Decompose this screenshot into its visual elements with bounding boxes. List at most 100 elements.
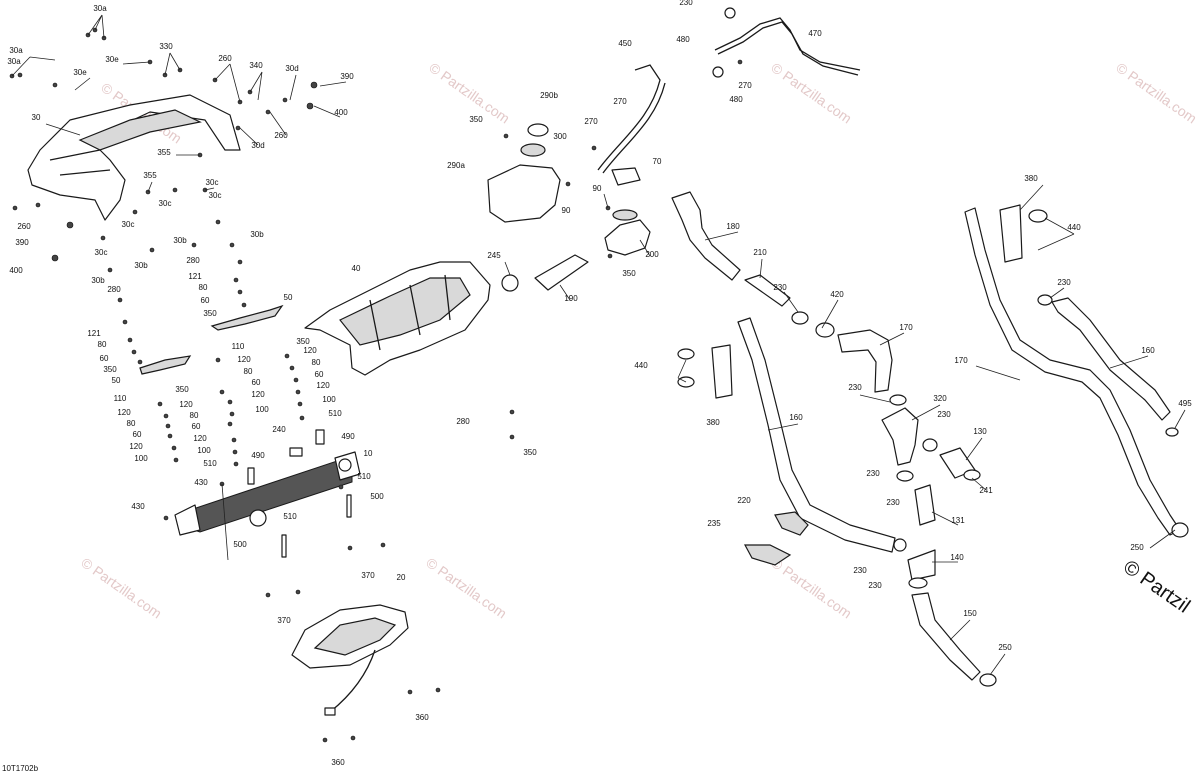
callout-label: 120: [303, 346, 317, 355]
callout-label: 50: [112, 376, 121, 385]
callout-label: 120: [251, 390, 265, 399]
callout-label: 350: [622, 269, 636, 278]
callout-label: 160: [1141, 346, 1155, 355]
callout-label: 210: [753, 248, 767, 257]
callout-label: 200: [645, 250, 659, 259]
callout-label: 390: [340, 72, 354, 81]
callout-label: 30d: [285, 64, 298, 73]
callout-label: 140: [950, 553, 964, 562]
callout-label: 245: [487, 251, 501, 260]
callout-label: 220: [737, 496, 751, 505]
callout-label: 120: [117, 408, 131, 417]
callout-label: 80: [312, 358, 321, 367]
callout-label: 230: [1057, 278, 1071, 287]
rod-470: [712, 7, 861, 78]
heat-exchanger-10: [174, 451, 361, 536]
callout-label: 230: [868, 581, 882, 590]
housing-200: [604, 167, 651, 256]
callout-label: 510: [283, 512, 297, 521]
callout-label: 80: [244, 367, 253, 376]
callout-label: 510: [203, 459, 217, 468]
callout-label: 340: [249, 61, 263, 70]
lower-cover-20: [291, 604, 409, 716]
callout-label: 120: [129, 442, 143, 451]
console-panel-30: [27, 94, 241, 221]
callout-label: 360: [415, 713, 429, 722]
callout-label: 350: [103, 365, 117, 374]
callout-label: 230: [886, 498, 900, 507]
callout-label: 250: [1130, 543, 1144, 552]
lower-hoses: [893, 484, 997, 687]
duct-40: [304, 261, 491, 376]
callout-label: 80: [199, 283, 208, 292]
callout-label: 80: [190, 411, 199, 420]
callout-label: 30c: [159, 199, 172, 208]
callout-label: 495: [1178, 399, 1192, 408]
callout-label: 90: [562, 206, 571, 215]
callout-label: 350: [203, 309, 217, 318]
callout-label: 30c: [206, 178, 219, 187]
brackets-220-235: [743, 511, 809, 566]
callout-label: 350: [175, 385, 189, 394]
callout-label: 30c: [209, 191, 222, 200]
callout-label: 490: [251, 451, 265, 460]
callout-label: 400: [334, 108, 348, 117]
callout-label: 230: [853, 566, 867, 575]
sleeve-380: [677, 344, 733, 399]
callout-label: 510: [357, 472, 371, 481]
callout-label: 480: [676, 35, 690, 44]
callout-label: 30b: [91, 276, 105, 285]
callout-label: 270: [613, 97, 627, 106]
corner-watermark: © Partzil: [1119, 556, 1194, 618]
callout-label: 60: [201, 296, 210, 305]
callout-label: 230: [679, 0, 693, 7]
callout-label: 30b: [173, 236, 187, 245]
callout-label: 230: [937, 410, 951, 419]
callout-label: 400: [9, 266, 23, 275]
callout-label: 280: [107, 285, 121, 294]
callout-label: 20: [397, 573, 406, 582]
callout-label: 60: [252, 378, 261, 387]
callout-label: 230: [866, 469, 880, 478]
callout-label: 500: [370, 492, 384, 501]
callout-label: 230: [848, 383, 862, 392]
callout-label: 100: [255, 405, 269, 414]
callout-label: 30b: [250, 230, 264, 239]
callout-label: 110: [114, 394, 127, 403]
tank-290a: [487, 123, 561, 223]
callout-label: 60: [100, 354, 109, 363]
callout-label: 60: [133, 430, 142, 439]
callout-label: 30b: [134, 261, 148, 270]
callout-label: 290a: [447, 161, 465, 170]
callout-label: 430: [194, 478, 208, 487]
callout-label: 330: [159, 42, 173, 51]
callout-label: 30e: [73, 68, 87, 77]
callout-label: 370: [277, 616, 291, 625]
thermostat-320: [881, 394, 981, 482]
watermark: © Partzilla.com: [768, 59, 854, 126]
callout-label: 121: [188, 272, 202, 281]
callout-label: 121: [87, 329, 101, 338]
callout-label: 30c: [95, 248, 108, 257]
callout-label: 40: [352, 264, 361, 273]
callout-label: 180: [726, 222, 740, 231]
callout-label: 500: [233, 540, 247, 549]
callout-label: 440: [1067, 223, 1081, 232]
callout-label: 480: [729, 95, 743, 104]
callout-label: 230: [773, 283, 787, 292]
callout-label: 300: [553, 132, 567, 141]
callout-label: 80: [127, 419, 136, 428]
right-hoses: [964, 204, 1189, 538]
callout-label: 100: [197, 446, 211, 455]
callout-label: 120: [179, 400, 193, 409]
callout-label: 360: [331, 758, 345, 767]
bracket-50: [139, 304, 284, 375]
callout-label: 100: [322, 395, 336, 404]
callout-label: 30: [32, 113, 41, 122]
callout-label: 90: [593, 184, 602, 193]
callout-label: 380: [1024, 174, 1038, 183]
callout-label: 440: [634, 361, 648, 370]
callout-label: 280: [186, 256, 200, 265]
callout-label: 80: [98, 340, 107, 349]
callout-label: 270: [738, 81, 752, 90]
